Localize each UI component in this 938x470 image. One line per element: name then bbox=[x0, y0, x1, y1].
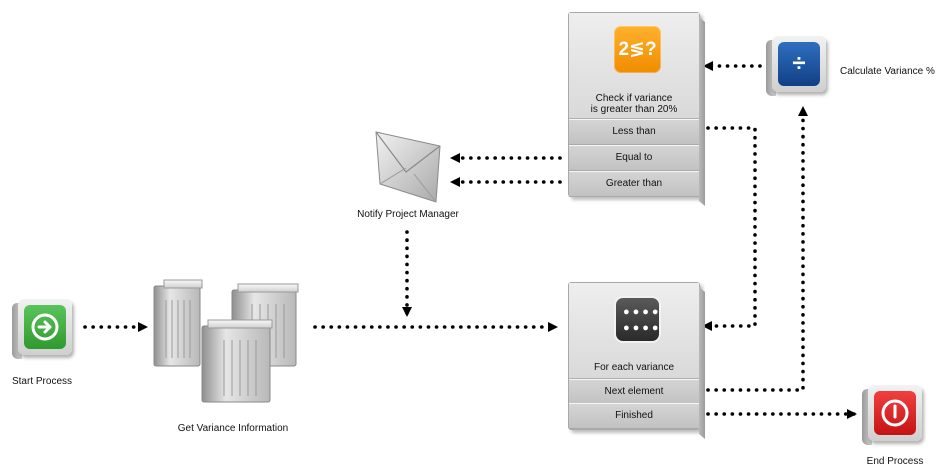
branch-finished[interactable]: Finished bbox=[569, 403, 699, 429]
end-process-label: End Process bbox=[866, 456, 924, 467]
notify-pm-node[interactable] bbox=[370, 124, 450, 204]
loop-dots-icon: ●●●● ●●●● bbox=[614, 296, 661, 343]
condition-title-line1: Check if variance bbox=[595, 93, 673, 104]
condition-icon: 2≶? bbox=[614, 26, 661, 73]
branch-next-element[interactable]: Next element bbox=[569, 379, 699, 405]
connector-less-to-loop bbox=[702, 126, 757, 331]
loop-title: For each variance bbox=[593, 362, 675, 373]
calculate-variance-label: Calculate Variance % bbox=[840, 66, 935, 77]
branch-greater-than[interactable]: Greater than bbox=[569, 171, 699, 197]
start-process-node[interactable] bbox=[12, 299, 72, 361]
get-variance-servers-node[interactable] bbox=[152, 278, 312, 403]
end-process-node[interactable] bbox=[862, 385, 922, 447]
envelope-icon bbox=[375, 131, 441, 203]
get-variance-label: Get Variance Information bbox=[177, 423, 289, 434]
variance-condition-box[interactable]: 2≶? Check if variance is greater than 20… bbox=[568, 12, 705, 207]
arrow-right-circle-icon bbox=[31, 313, 59, 341]
connector-next-to-calc bbox=[706, 106, 808, 392]
calculate-variance-node[interactable]: ÷ bbox=[766, 36, 826, 98]
for-each-loop-box[interactable]: ●●●● ●●●● For each variance Next element… bbox=[568, 282, 705, 440]
branch-equal-to[interactable]: Equal to bbox=[569, 145, 699, 171]
start-process-label: Start Process bbox=[11, 376, 73, 387]
notify-pm-label: Notify Project Manager bbox=[357, 209, 459, 220]
power-icon bbox=[881, 399, 909, 427]
branch-less-than[interactable]: Less than bbox=[569, 119, 699, 145]
condition-title-line2: is greater than 20% bbox=[590, 104, 678, 115]
server-stack-icon bbox=[153, 279, 299, 403]
divide-icon: ÷ bbox=[792, 50, 806, 77]
